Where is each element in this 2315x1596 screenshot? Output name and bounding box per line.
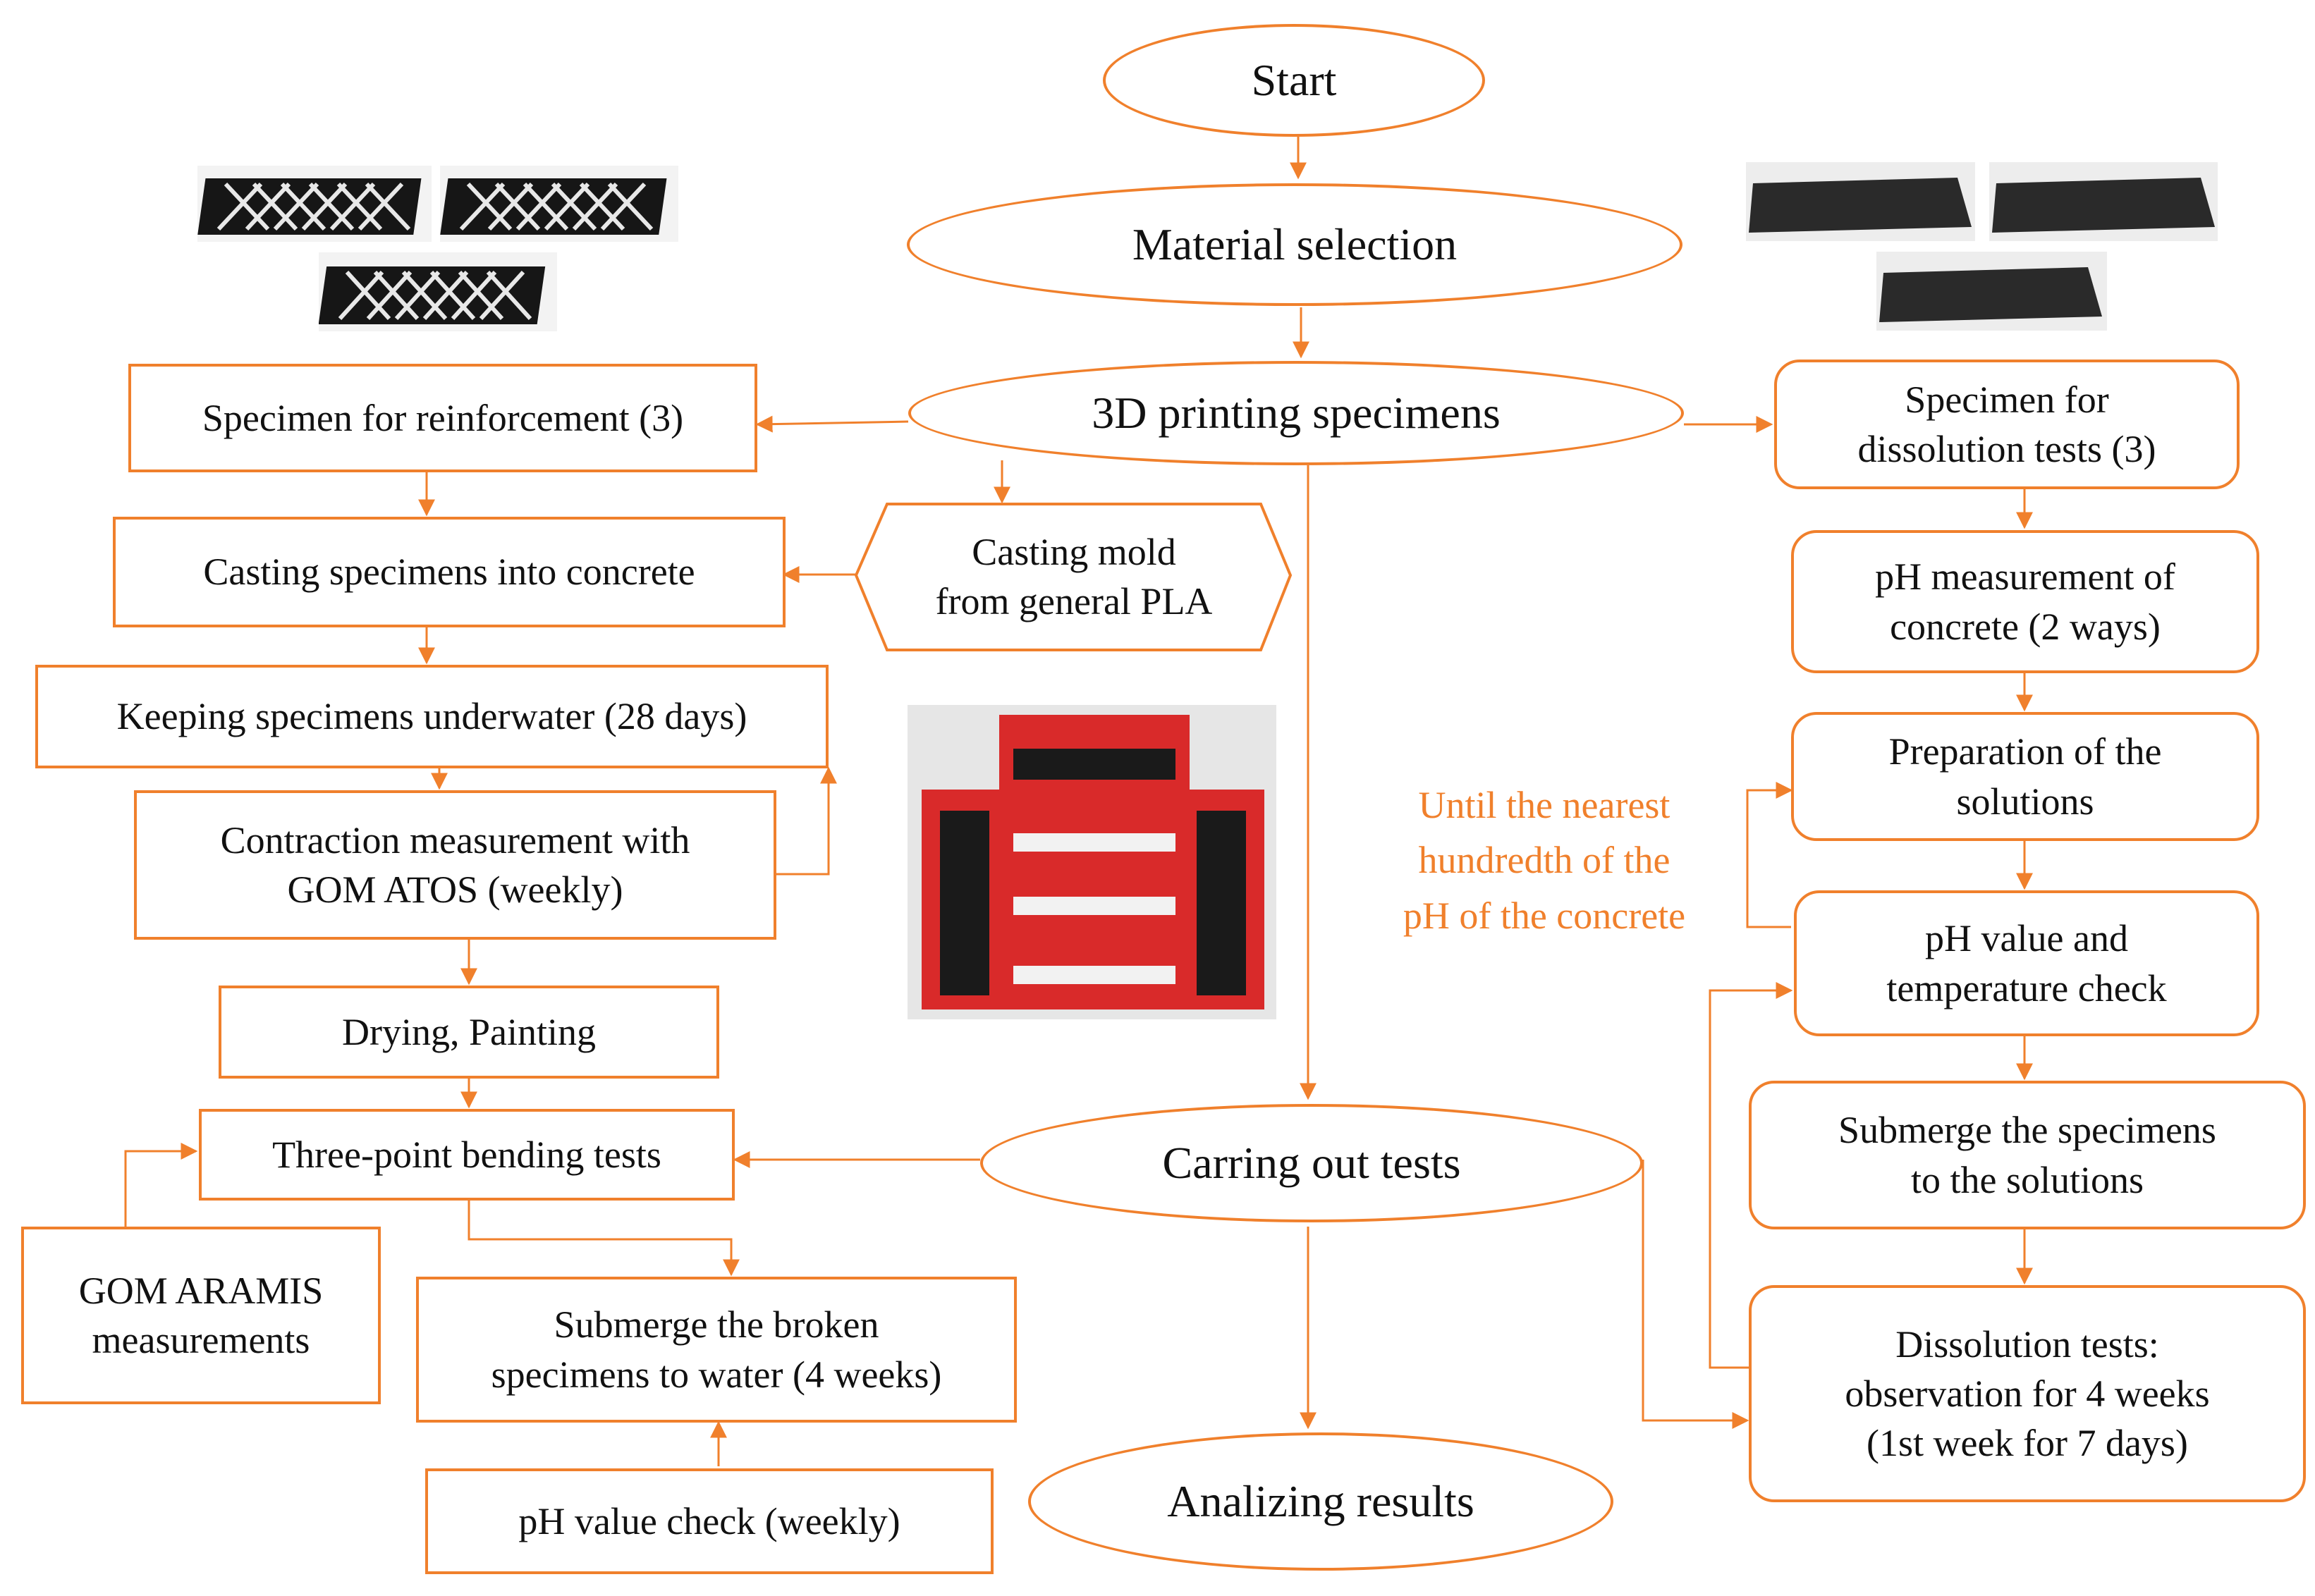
submerge-broken-node: Submerge the broken specimens to water (… — [416, 1277, 1017, 1423]
preparation-solutions-node: Preparation of the solutions — [1791, 712, 2259, 841]
contraction-measurement-node: Contraction measurement with GOM ATOS (w… — [134, 790, 776, 940]
dissolution-specimen-photo-3 — [1876, 252, 2107, 331]
reinforcement-specimen-photo-1 — [197, 166, 432, 242]
dissolution-tests-node: Dissolution tests: observation for 4 wee… — [1749, 1285, 2306, 1502]
analyzing-results-node: Analizing results — [1028, 1432, 1613, 1571]
casting-mold-node: Casting mold from general PLA — [935, 530, 1213, 622]
mold-hexagon-shape — [854, 503, 1293, 651]
arrow-printing-to-reinforcement — [755, 415, 909, 433]
submerge-solutions-node: Submerge the specimens to the solutions — [1749, 1081, 2306, 1229]
ph-weekly-node: pH value check (weekly) — [425, 1468, 994, 1574]
material-selection-node: Material selection — [907, 183, 1682, 306]
arrow-phtemp-loop-to-prep — [1746, 782, 1793, 928]
arrow-dissolution-loop-to-phtemp — [1709, 982, 1793, 1369]
casting-specimens-node: Casting specimens into concrete — [113, 517, 786, 627]
arrow-aramis-to-bending — [124, 1143, 198, 1227]
dissolution-specimen-photo-1 — [1746, 162, 1975, 241]
arrow-contraction-loop — [776, 766, 837, 876]
arrow-tests-to-dissolution-tests — [1642, 1160, 1749, 1429]
ph-temperature-check-node: pH value and temperature check — [1794, 890, 2259, 1036]
gom-aramis-node: GOM ARAMIS measurements — [21, 1227, 381, 1404]
reinforcement-specimen-photo-3 — [319, 252, 557, 331]
arrow-bending-to-submerge — [468, 1201, 740, 1277]
ph-measurement-concrete-node: pH measurement of concrete (2 ways) — [1791, 530, 2259, 673]
drying-painting-node: Drying, Painting — [219, 986, 719, 1079]
underwater-node: Keeping specimens underwater (28 days) — [35, 665, 829, 768]
bending-tests-node: Three-point bending tests — [199, 1109, 735, 1201]
dissolution-specimen-photo-2 — [1989, 162, 2218, 241]
ph-precision-note: Until the nearest hundredth of the pH of… — [1403, 784, 1686, 937]
reinforcement-specimen-node: Specimen for reinforcement (3) — [128, 364, 757, 472]
reinforcement-specimen-photo-2 — [440, 166, 678, 242]
casting-mold-photo — [908, 705, 1276, 1019]
dissolution-specimen-node: Specimen for dissolution tests (3) — [1774, 360, 2240, 489]
start-node: Start — [1103, 24, 1485, 137]
carrying-out-tests-node: Carring out tests — [980, 1104, 1643, 1222]
printing-specimens-node: 3D printing specimens — [908, 361, 1684, 465]
